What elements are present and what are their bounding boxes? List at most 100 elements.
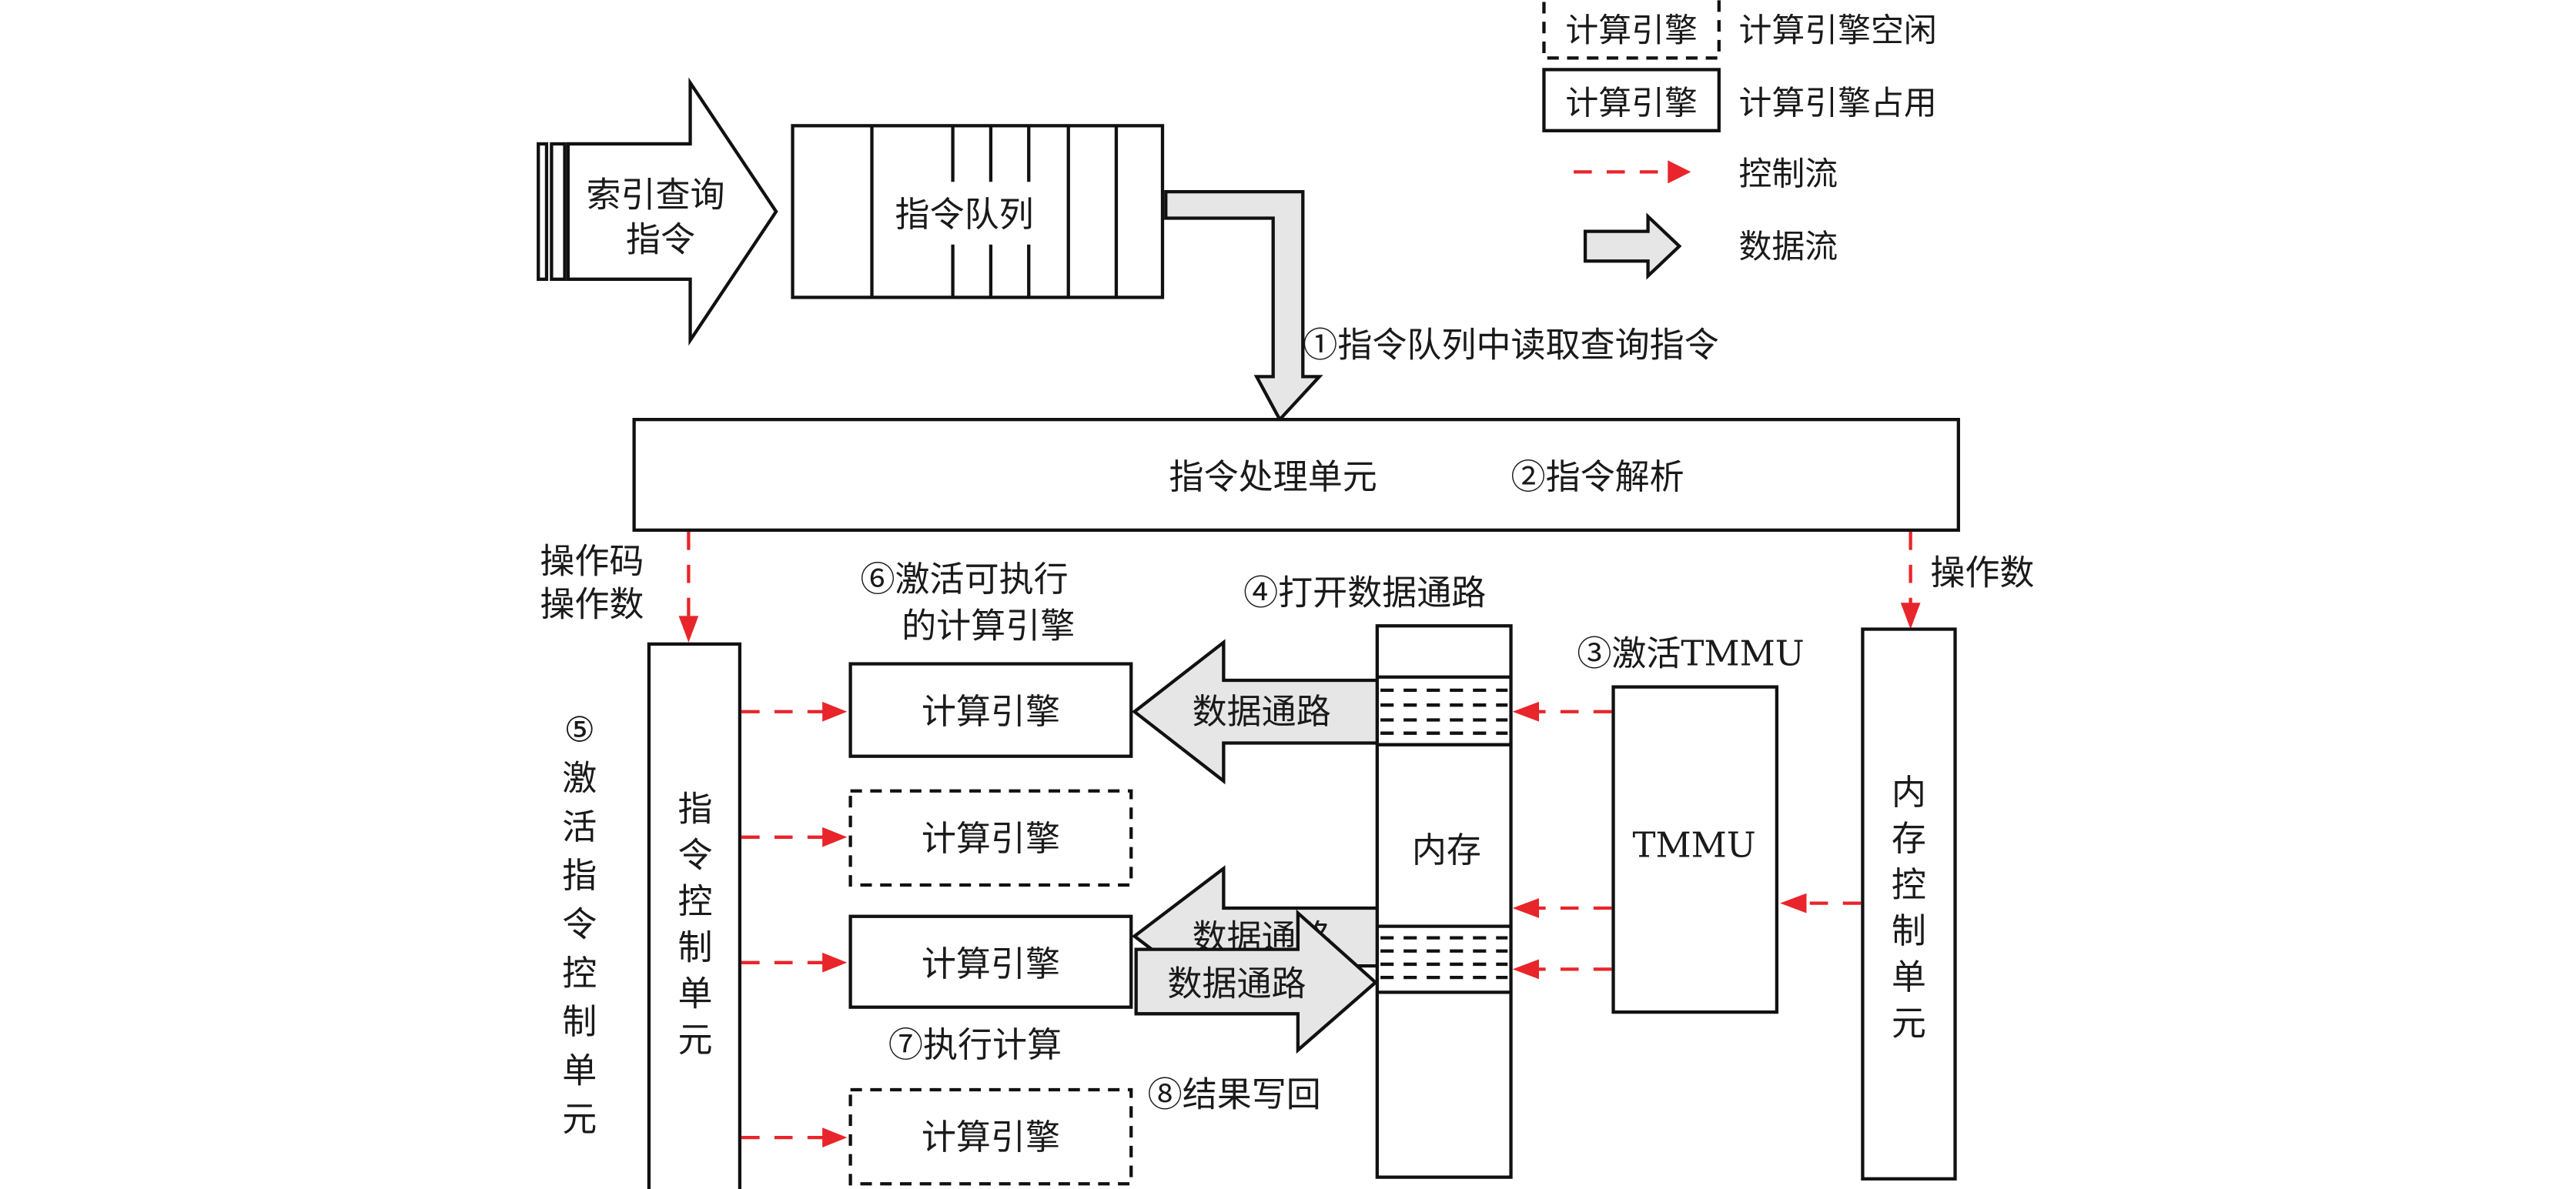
input-arrow-line2: 指令 <box>626 219 695 259</box>
step-6-label-line1: ⑥激活可执行 <box>860 559 1068 600</box>
mcu-chars-char: 制 <box>1892 910 1926 951</box>
opcode-control-flow-arrowhead-icon <box>678 616 699 643</box>
tmmu-label: TMMU <box>1633 825 1756 866</box>
memory-label: 内存 <box>1412 830 1481 870</box>
operand-control-flow-arrowhead-icon <box>1900 603 1921 630</box>
step-7-label: ⑦执行计算 <box>888 1024 1062 1065</box>
operand-right-label: 操作数 <box>1930 553 2034 593</box>
compute-engine-2: 计算引擎 <box>848 789 1133 887</box>
compute-engine-3-label: 计算引擎 <box>922 944 1060 984</box>
input-arrow-stripe-2 <box>550 142 567 281</box>
icu-chars-char: 控 <box>677 880 712 921</box>
step5-char: 激 <box>562 758 597 799</box>
step5-char: 元 <box>562 1099 597 1140</box>
data-path-writeback-label: 数据通路 <box>1167 964 1306 1004</box>
compute-engine-2-box <box>848 789 1133 887</box>
instruction-queue-label-bg <box>875 182 1066 245</box>
data-path-upper-label: 数据通路 <box>1193 691 1331 732</box>
step5-char: 活 <box>562 807 597 847</box>
legend-control-flow-arrowhead-icon <box>1668 160 1691 184</box>
engine-control-arrows <box>741 701 848 1148</box>
step-1-label: ①指令队列中读取查询指令 <box>1303 325 1718 366</box>
data-path-upper: 数据通路 <box>1132 639 1379 785</box>
tmmu-ctrl-arrowhead-3-icon <box>1512 959 1540 980</box>
input-arrow-shape <box>566 77 778 346</box>
memory: 内存 <box>1375 624 1513 1179</box>
legend-data-flow-text: 数据流 <box>1739 228 1838 266</box>
instruction-queue: 指令队列 <box>791 124 1165 299</box>
legend-busy-box-label: 计算引擎 <box>1565 84 1698 122</box>
compute-engine-4-box <box>848 1087 1133 1186</box>
mcu-chars-char: 控 <box>1892 864 1926 905</box>
compute-engine-2-label: 计算引擎 <box>922 818 1060 859</box>
step5-char: 控 <box>562 953 597 994</box>
compute-engine-4: 计算引擎 <box>848 1087 1133 1186</box>
step-2-label: ②指令解析 <box>1511 456 1684 497</box>
engine-1-control-arrowhead-icon <box>822 701 848 722</box>
memctrl-to-tmmu-arrowhead-icon <box>1780 893 1807 913</box>
compute-engine-1-box <box>848 662 1133 758</box>
data-path-writeback: 数据通路 <box>1134 909 1378 1054</box>
legend: 计算引擎 计算引擎空闲 计算引擎 计算引擎占用 控制流 数据流 <box>1542 0 1937 280</box>
queue-to-processing-data-flow-arrow <box>1164 190 1323 422</box>
step5-char: ⑤ <box>564 709 595 750</box>
mcu-chars-char: 存 <box>1892 818 1926 859</box>
step5-char: 令 <box>562 903 597 944</box>
icu-chars-char: 元 <box>677 1020 712 1060</box>
legend-control-flow-text: 控制流 <box>1739 155 1838 194</box>
mcu-chars-char: 内 <box>1892 772 1926 813</box>
memory-controller-box <box>1861 627 1957 1181</box>
step-3-label: ③激活TMMU <box>1577 633 1804 674</box>
data-path-writeback-arrow <box>1134 909 1378 1054</box>
step5-char: 指 <box>562 855 597 896</box>
legend-idle-text: 计算引擎空闲 <box>1739 12 1937 50</box>
tmmu: TMMU <box>1611 685 1779 1014</box>
tmmu-to-memory-control-arrows <box>1512 701 1612 980</box>
legend-busy-text: 计算引擎占用 <box>1739 84 1937 122</box>
instruction-control-unit-box <box>647 642 742 1189</box>
engine-4-control-arrowhead-icon <box>822 1127 848 1148</box>
tmmu-ctrl-arrowhead-1-icon <box>1512 701 1540 722</box>
opcode-label: 操作码 <box>540 541 644 582</box>
instruction-processing-unit-box <box>632 417 1960 532</box>
compute-engine-4-label: 计算引擎 <box>922 1117 1060 1157</box>
legend-idle-box <box>1542 0 1721 60</box>
step-6-label-line2: 的计算引擎 <box>902 605 1075 646</box>
compute-engine-3: 计算引擎 <box>848 914 1133 1009</box>
engine-2-control-arrowhead-icon <box>822 827 848 847</box>
icu-chars-char: 单 <box>677 974 712 1014</box>
legend-idle-box-label: 计算引擎 <box>1565 12 1698 50</box>
data-path-upper-arrow <box>1132 639 1379 785</box>
step5-char: 制 <box>562 1001 597 1042</box>
input-arrow: 索引查询 指令 <box>537 77 778 346</box>
mcu-chars-char: 元 <box>1892 1003 1926 1044</box>
input-arrow-line1: 索引查询 <box>586 174 724 215</box>
compute-engine-1: 计算引擎 <box>848 662 1133 758</box>
icu-chars-char: 制 <box>677 927 712 968</box>
icu-chars-char: 令 <box>677 834 712 875</box>
mcu-chars-char: 单 <box>1892 957 1926 997</box>
tmmu-box <box>1611 685 1779 1014</box>
compute-engine-1-label: 计算引擎 <box>922 691 1060 732</box>
operand-left-label: 操作数 <box>540 583 644 624</box>
input-arrow-stripe-1 <box>537 142 549 281</box>
engine-3-control-arrowhead-icon <box>822 952 848 973</box>
legend-busy-box <box>1542 68 1721 132</box>
instruction-queue-label: 指令队列 <box>895 194 1034 235</box>
icu-chars-char: 指 <box>677 788 712 829</box>
memory-box <box>1375 624 1513 1179</box>
step-8-label: ⑧结果写回 <box>1148 1074 1321 1114</box>
legend-data-flow-arrow-icon <box>1583 212 1682 280</box>
tmmu-ctrl-arrowhead-2-icon <box>1512 898 1540 918</box>
step5-char: 单 <box>562 1050 597 1090</box>
instruction-processing-unit-label: 指令处理单元 <box>1169 456 1377 497</box>
instruction-processing-unit: 指令处理单元 ②指令解析 <box>632 417 1960 532</box>
compute-engine-3-box <box>848 914 1133 1009</box>
step-4-label: ④打开数据通路 <box>1243 572 1486 613</box>
